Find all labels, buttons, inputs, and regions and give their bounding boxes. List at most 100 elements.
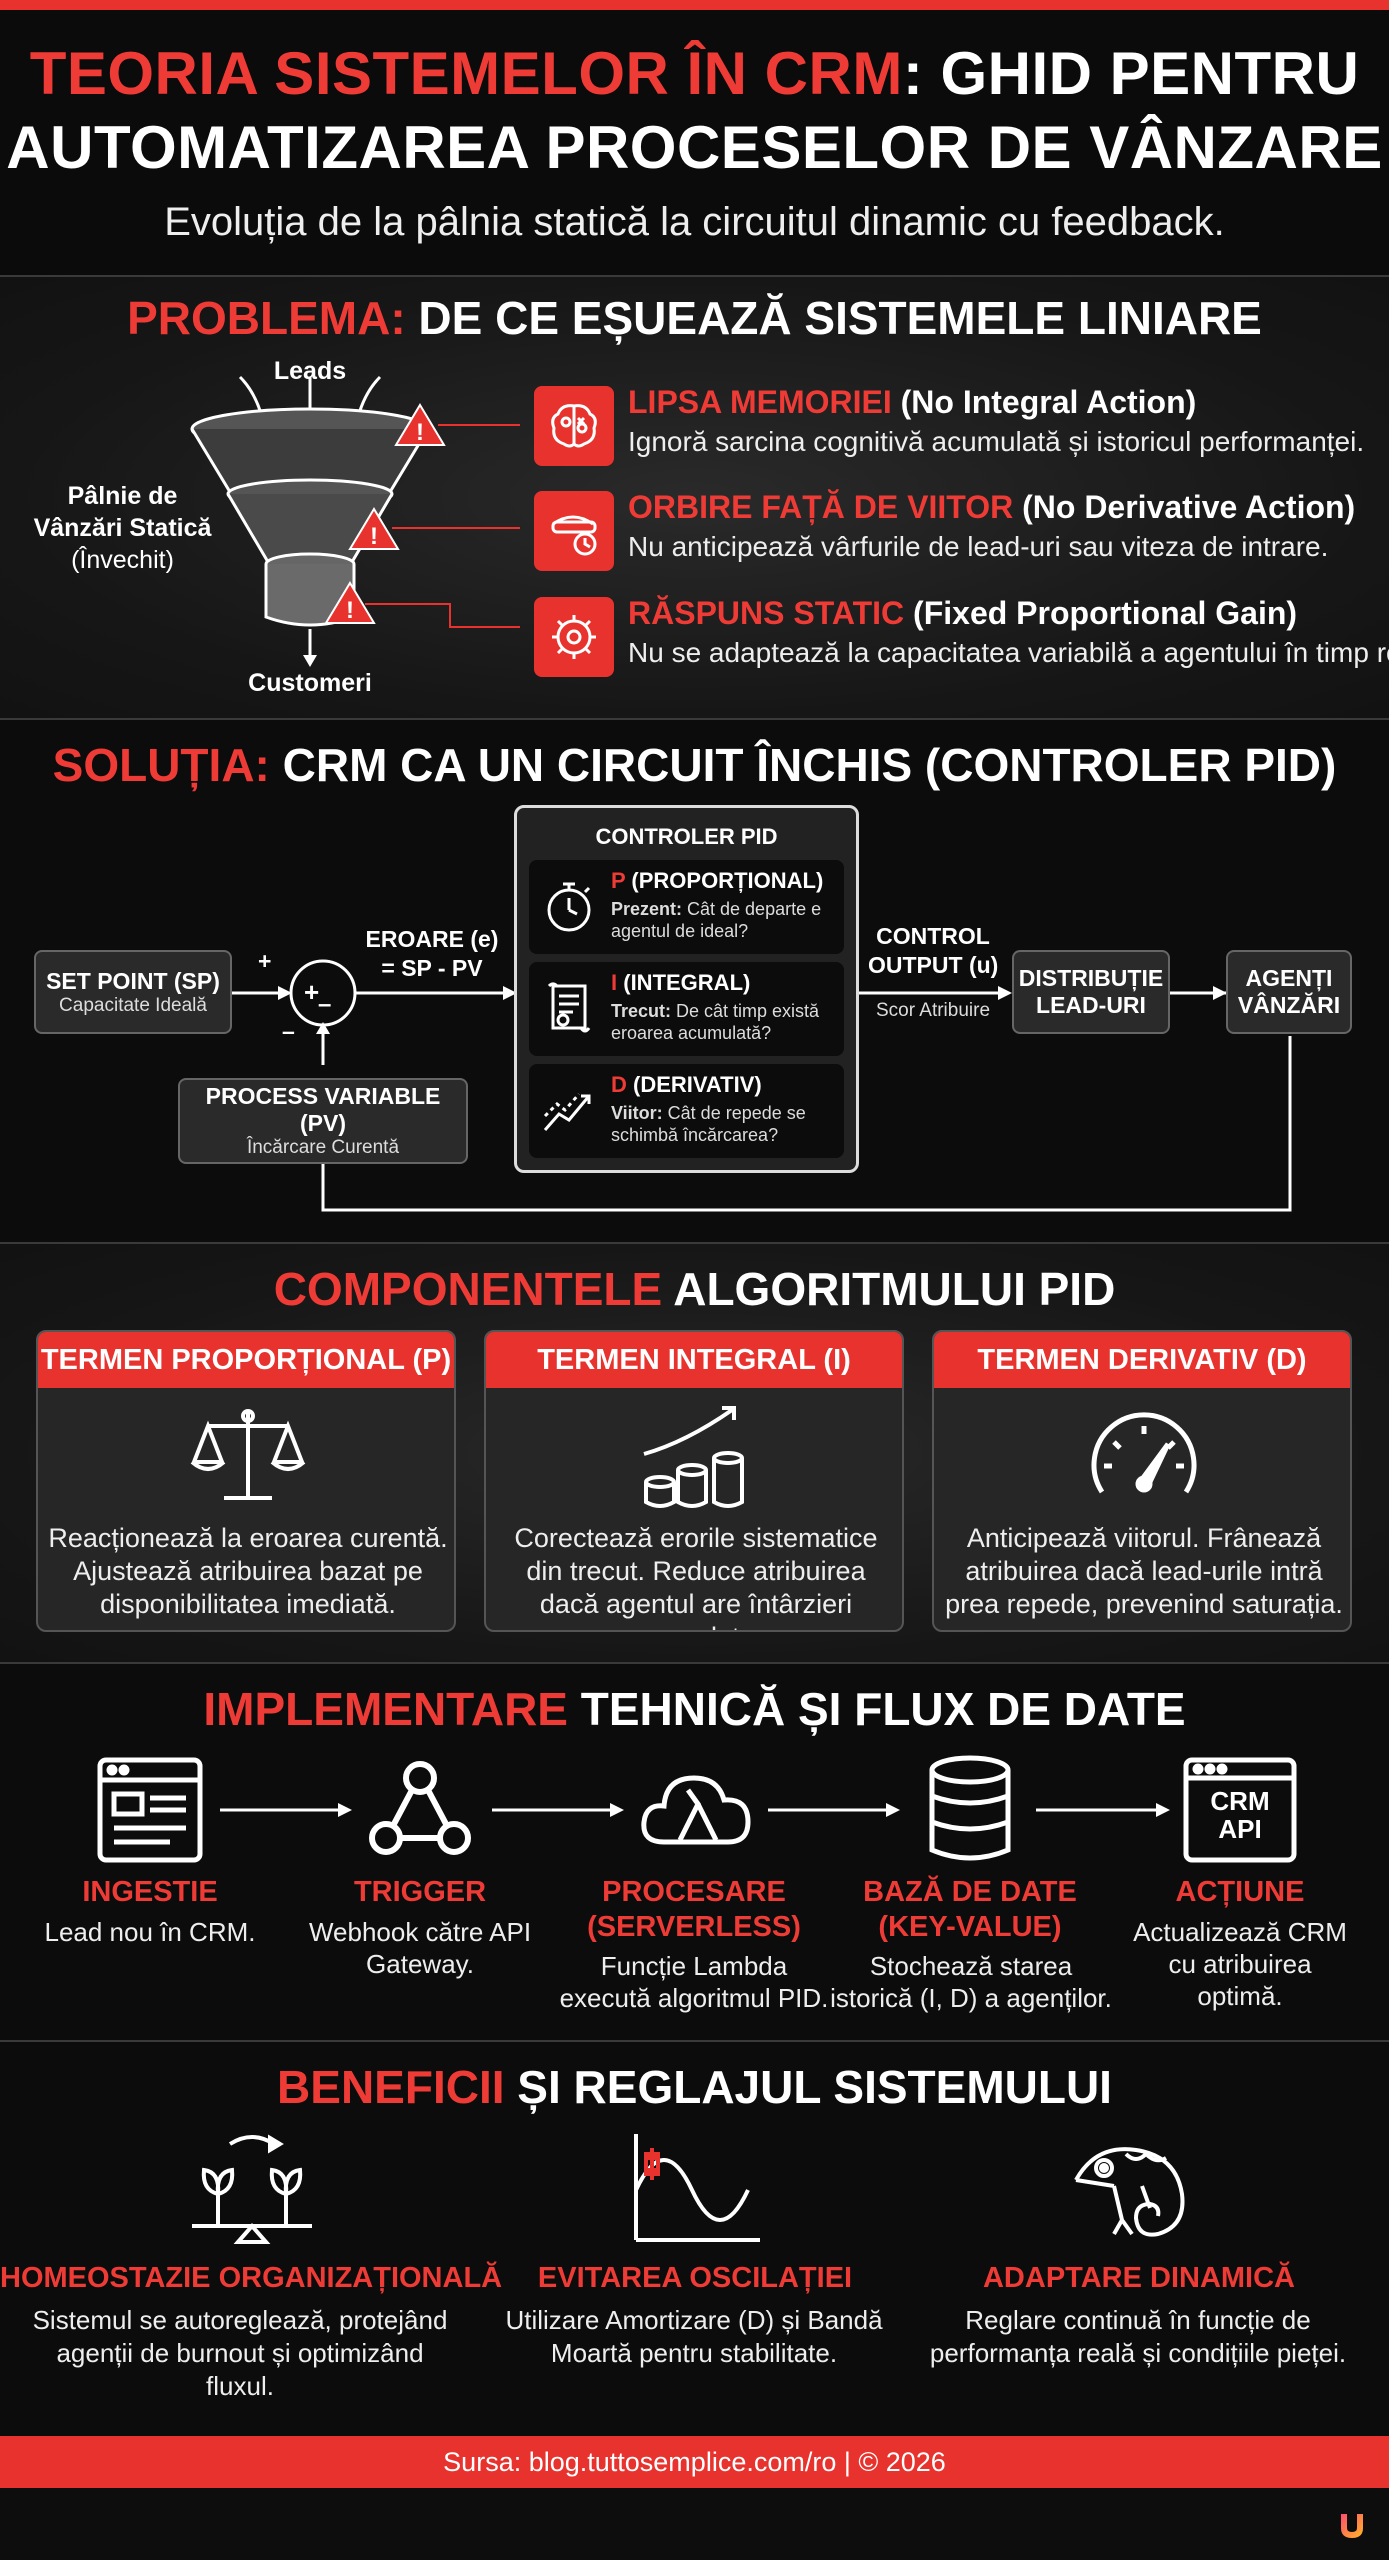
solution-title: SOLUȚIA: CRM CA UN CIRCUIT ÎNCHIS (CONTR… <box>0 738 1389 792</box>
implementation-title-white: TEHNICĂ ȘI FLUX DE DATE <box>567 1683 1186 1735</box>
flow-step-title: PROCESARE (SERVERLESS) <box>587 1876 801 1943</box>
scroll-icon <box>547 982 591 1033</box>
component-card-title: TERMEN DERIVATIV (D) <box>934 1332 1350 1388</box>
process-variable-box: PROCESS VARIABLE (PV) Încărcare Curentă <box>178 1078 468 1164</box>
pid-name: (DERIVATIV) <box>626 1072 762 1097</box>
pid-controller: CONTROLER PID P (PROPORȚIONAL) Prezent: … <box>514 805 859 1173</box>
pid-row-p: P (PROPORȚIONAL) Prezent: Cât de departe… <box>529 860 844 954</box>
flow-step-desc: Webhook către API Gateway. <box>308 1917 532 1979</box>
benefit-title: ADAPTARE DINAMICĂ <box>982 2262 1295 2294</box>
webhook-icon <box>369 1761 471 1855</box>
problem-item-desc: Ignoră sarcina cognitivă acumulată și is… <box>628 426 1365 457</box>
crm-api-line-2: API <box>1218 1814 1262 1844</box>
crm-api-icon-label: CRM API <box>1186 1787 1294 1843</box>
funnel-customers-label: Customeri <box>248 669 372 697</box>
pid-row-title: P (PROPORȚIONAL) <box>611 868 823 894</box>
lambda-cloud-icon <box>641 1775 751 1845</box>
problem-item-desc: Nu anticipează vârfurile de lead-uri sau… <box>628 531 1329 562</box>
funnel-leads-label: Leads <box>273 357 347 385</box>
gear-icon <box>534 597 614 677</box>
benefit-title: EVITAREA OSCILAȚIEI <box>537 2262 853 2294</box>
component-card-title: TERMEN PROPORȚIONAL (P) <box>38 1332 454 1388</box>
pid-loop-diagram: + – <box>232 959 1292 1212</box>
warning-icon: ! <box>394 403 446 446</box>
title-red-part: TEORIA SISTEMELOR ÎN CRM <box>29 40 903 107</box>
problem-title-red: PROBLEMA: <box>127 292 406 344</box>
title-white-part: : GHID PENTRU <box>902 40 1360 107</box>
component-card-title: TERMEN INTEGRAL (I) <box>486 1332 902 1388</box>
solution-title-white: CRM CA UN CIRCUIT ÎNCHIS (CONTROLER PID) <box>269 739 1337 791</box>
benefit-desc: Utilizare Amortizare (D) și Bandă Moartă… <box>505 2305 883 2368</box>
flow-arrows <box>220 1803 1170 1817</box>
implementation-title-red: IMPLEMENTARE <box>203 1683 568 1735</box>
problem-item-future: ORBIRE FAȚĂ DE VIITOR (No Derivative Act… <box>534 489 1384 579</box>
problem-item-title-white: (No Derivative Action) <box>1013 489 1356 525</box>
benefit-desc: Reglare continuă în funcție de performan… <box>929 2305 1347 2368</box>
flow-step-title: TRIGGER <box>353 1876 487 1908</box>
control-output-label: CONTROL OUTPUT (u) <box>868 922 998 980</box>
pid-key: Trecut: <box>611 1001 672 1021</box>
pid-text: De cât timp există eroarea acumulată? <box>611 1001 820 1043</box>
pid-row-i: I (INTEGRAL) Trecut: De cât timp există … <box>529 962 844 1056</box>
header: TEORIA SISTEMELOR ÎN CRM: GHID PENTRU AU… <box>0 10 1389 275</box>
implementation-section: IMPLEMENTARE TEHNICĂ ȘI FLUX DE DATE <box>0 1662 1389 2040</box>
problem-item-title: LIPSA MEMORIEI (No Integral Action) <box>628 384 1196 421</box>
sine-wave-icon <box>634 2134 760 2242</box>
flow-step-desc: Funcție Lambda execută algoritmul PID. <box>559 1951 829 2013</box>
flow-step-title: BAZĂ DE DATE (KEY-VALUE) <box>863 1876 1077 1943</box>
flow-step-title: ACȚIUNE <box>1175 1876 1305 1908</box>
solution-title-red: SOLUȚIA: <box>52 739 270 791</box>
lead-distribution-line-1: DISTRIBUȚIE <box>1018 965 1164 991</box>
svg-text:+: + <box>304 977 319 1007</box>
flow-step-title: INGESTIE <box>82 1876 218 1908</box>
problem-item-title: ORBIRE FAȚĂ DE VIITOR (No Derivative Act… <box>628 489 1355 526</box>
pid-name: (PROPORȚIONAL) <box>625 868 824 893</box>
blindfold-clock-icon <box>534 491 614 571</box>
brain-icon <box>534 386 614 466</box>
control-output-line-1: CONTROL <box>876 923 990 949</box>
svg-text:!: ! <box>416 419 424 446</box>
balance-scale-icon <box>190 1409 306 1500</box>
flow-step-desc: Lead nou în CRM. <box>44 1917 256 1947</box>
problem-item-memory: LIPSA MEMORIEI (No Integral Action) Igno… <box>534 384 1384 474</box>
svg-text:!: ! <box>346 597 354 624</box>
funnel-caption-line-1: Pâlnie de <box>67 482 178 510</box>
page-subtitle: Evoluția de la pâlnia statică la circuit… <box>164 200 1225 244</box>
brand-logo-icon <box>1341 2514 1363 2538</box>
top-accent-bar <box>0 0 1389 10</box>
components-title: COMPONENTELE ALGORITMULUI PID <box>0 1262 1389 1316</box>
warning-icon: ! <box>324 581 376 624</box>
component-card-d: TERMEN DERIVATIV (D) Anticipează viitoru… <box>932 1330 1352 1632</box>
component-card-p: TERMEN PROPORȚIONAL (P) Reacționează la … <box>36 1330 456 1632</box>
pid-name: (INTEGRAL) <box>617 970 751 995</box>
balanced-plants-icon <box>192 2134 312 2244</box>
funnel-caption-line-2: Vânzări Statică <box>33 514 212 542</box>
problem-title: PROBLEMA: DE CE EȘUEAZĂ SISTEMELE LINIAR… <box>0 291 1389 345</box>
component-card-desc: Anticipează viitorul. Frânează atribuire… <box>945 1523 1343 1619</box>
implementation-title: IMPLEMENTARE TEHNICĂ ȘI FLUX DE DATE <box>0 1682 1389 1736</box>
svg-text:–: – <box>318 991 331 1018</box>
pid-row-title: D (DERIVATIV) <box>611 1072 762 1098</box>
benefit-title: HOMEOSTAZIE ORGANIZAȚIONALĂ <box>0 2262 503 2294</box>
problem-item-static: RĂSPUNS STATIC (Fixed Proportional Gain)… <box>534 595 1389 685</box>
warning-icon: ! <box>348 507 400 550</box>
pid-row-desc: Viitor: Cât de repede se schimbă încărca… <box>611 1102 841 1146</box>
sum-minus-label: – <box>282 1018 295 1044</box>
page-title-line-1: TEORIA SISTEMELOR ÎN CRM: GHID PENTRU <box>0 38 1389 110</box>
sales-agents-line-2: VÂNZĂRI <box>1237 992 1341 1018</box>
process-variable-sub: Încărcare Curentă <box>246 1137 400 1158</box>
benefit-desc: Sistemul se autoreglează, protejând agen… <box>32 2305 448 2401</box>
sales-agents-box: AGENȚI VÂNZĂRI <box>1226 950 1352 1034</box>
error-label-line-1: EROARE (e) <box>365 926 499 952</box>
pid-text: Cât de repede se schimbă încărcarea? <box>611 1103 806 1145</box>
component-card-desc: Reacționează la eroarea curentă. Ajustea… <box>48 1523 448 1619</box>
chameleon-icon <box>1074 2147 1185 2237</box>
problem-section: PROBLEMA: DE CE EȘUEAZĂ SISTEMELE LINIAR… <box>0 275 1389 718</box>
problem-title-white: DE CE EȘUEAZĂ SISTEMELE LINIARE <box>405 292 1262 344</box>
component-card-desc: Corectează erorile sistematice din trecu… <box>514 1523 878 1630</box>
trend-arrows-icon <box>543 1093 591 1131</box>
problem-item-title-red: RĂSPUNS STATIC <box>628 595 905 631</box>
browser-form-icon <box>97 1757 203 1863</box>
control-output-line-2: OUTPUT (u) <box>868 952 999 978</box>
lead-distribution-box: DISTRIBUȚIE LEAD-URI <box>1012 950 1170 1034</box>
